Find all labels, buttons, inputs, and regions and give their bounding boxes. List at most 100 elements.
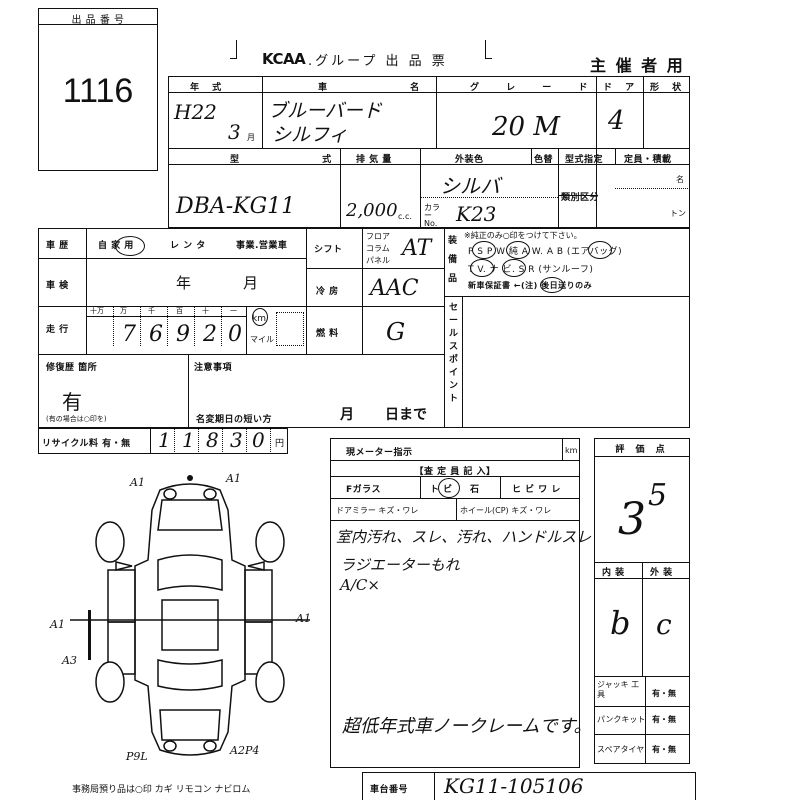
score-box (594, 438, 690, 764)
grade-value: 20 M (492, 112, 560, 142)
circle-mark (252, 308, 268, 326)
inspector-comment: 超低年式車ノークレームです。 (342, 716, 592, 737)
glass-label: Fガラス (346, 485, 381, 495)
fuel-value: G (386, 318, 406, 346)
meter-unit: km (565, 446, 578, 455)
yen-unit: 円 (275, 439, 285, 449)
accessory-value[interactable]: 有・無 (652, 689, 676, 698)
footer-note: 事務局預り品は○印 カギ リモコン ナビロム (72, 785, 251, 795)
vehicle-info-table (168, 76, 690, 228)
year-label: 年 式 (190, 83, 227, 93)
shift-value: AT (402, 236, 432, 261)
history-rental[interactable]: レ ン タ (170, 241, 206, 251)
inspector-label: 【査 定 員 記 入】 (414, 467, 496, 477)
grade-label: グ レ ー ド (470, 83, 600, 93)
damage-mark: A1 (296, 612, 311, 625)
mileage-digit: 6 (149, 322, 163, 347)
shift-floor[interactable]: フロア (366, 232, 390, 241)
repair-label: 修復歴 箇所 (46, 363, 98, 373)
history-table (38, 228, 690, 428)
glass-option[interactable]: ヒ ビ ワ レ (512, 485, 561, 495)
score-value: 3 (618, 494, 646, 545)
digit-header-100: 百 (176, 307, 183, 315)
glass-option[interactable]: 石 (470, 485, 480, 495)
lot-number-label: 出 品 番 号 (71, 15, 125, 26)
mirror-label: ドアミラー キズ・ワレ (336, 506, 419, 515)
recycle-digit: 1 (158, 428, 171, 452)
circle-mark (588, 241, 612, 259)
damage-mark: A1 (226, 472, 241, 485)
digit-header-10k: 万 (120, 307, 127, 315)
mileage-digit: 7 (122, 322, 136, 347)
equipment-line3[interactable]: 新車保証書 ←(注) 後日送りのみ (468, 281, 593, 290)
recycle-digit: 3 (230, 428, 243, 452)
inspection-label: 車 検 (46, 281, 69, 291)
cooler-label: 冷 房 (316, 287, 339, 297)
digit-header-10: 十 (202, 307, 209, 315)
recycle-row (38, 428, 288, 454)
accessory-label: パンクキット (597, 715, 646, 724)
expiry-month-unit: 月 (340, 407, 354, 423)
accessory-value[interactable]: 有・無 (652, 715, 676, 724)
caution-label: 注意事項 (194, 363, 233, 373)
interior-label: 内 装 (602, 568, 625, 578)
inspection-year-unit: 年 (176, 274, 192, 292)
organizer-label: 主 催 者 用 (590, 56, 685, 75)
accessory-label: ジャッキ 工 具 (597, 680, 640, 699)
repair-note: (有の場合は○印を) (46, 415, 107, 423)
cc-unit: c.c. (398, 212, 412, 221)
shift-panel[interactable]: パネル (366, 256, 390, 265)
capacity-label: 定員・積載 (624, 155, 672, 165)
accessory-label: スペアタイヤ (597, 745, 645, 754)
class-label: 類別区分 (561, 193, 600, 203)
lot-number-box (38, 8, 158, 171)
digit-header-100k: 十万 (90, 307, 104, 315)
ton-unit: トン (670, 209, 686, 218)
lot-number-value: 1116 (62, 72, 134, 110)
equipment-note: ※純正のみ○印をつけて下さい。 (464, 231, 582, 240)
color-value: シルバ (440, 174, 500, 198)
damage-mark: A2P4 (230, 744, 260, 757)
expiry-label: 名変期日の短い方 (196, 415, 273, 425)
digit-header-1k: 千 (148, 307, 155, 315)
damage-mark: P9L (126, 750, 148, 763)
car-name-line2: シルフィ (272, 124, 348, 146)
circle-mark (540, 277, 564, 293)
history-label: 車 歴 (46, 241, 69, 251)
mileage-digit: 2 (203, 322, 217, 347)
recycle-digit: 8 (206, 428, 219, 452)
door-label: ド ア (603, 83, 640, 93)
color-no-value: K23 (456, 202, 497, 226)
interior-value: b (610, 604, 631, 642)
person-unit: 名 (676, 175, 684, 184)
accessory-value[interactable]: 有・無 (652, 745, 676, 754)
inspector-comment: A/C× (340, 576, 380, 594)
circle-mark (470, 259, 494, 277)
circle-mark (115, 236, 145, 256)
equipment-line1[interactable]: P S P W 純 A W. A B (エアバッグ) (468, 247, 623, 257)
brand-logo: KCAA (262, 50, 306, 68)
shift-column[interactable]: コラム (366, 244, 390, 253)
form-title: .グループ 出 品 票 (308, 54, 448, 69)
circle-mark (472, 241, 496, 259)
shape-label: 形 状 (650, 83, 687, 93)
car-body-diagram (70, 475, 310, 756)
meter-label: 現メーター指示 (346, 448, 413, 458)
model-designation-label: 型式指定 (565, 155, 604, 165)
mileage-digit: 9 (176, 322, 190, 347)
equipment-side-label: 装 備 品 (448, 236, 458, 284)
wheel-label: ホイール(CP) キズ・ワレ (460, 506, 552, 515)
mileage-digit: 0 (228, 322, 242, 347)
cooler-value: AAC (370, 276, 419, 301)
inspection-month-unit: 月 (243, 274, 259, 292)
exterior-color-label: 外装色 (455, 155, 484, 165)
equipment-line2[interactable]: T V. ナ ビ. S R (サンルーフ) (468, 265, 594, 275)
car-name-line1: ブルーバード (268, 100, 382, 122)
color-change-label: 色替 (534, 155, 554, 165)
damage-mark: A3 (62, 654, 77, 667)
chassis-label: 車台番号 (370, 785, 409, 795)
history-business[interactable]: 事業.営業車 (236, 241, 288, 251)
month-value: 3 (228, 120, 241, 144)
color-no-label: カラー No. (424, 203, 440, 228)
inspector-box (330, 438, 580, 768)
